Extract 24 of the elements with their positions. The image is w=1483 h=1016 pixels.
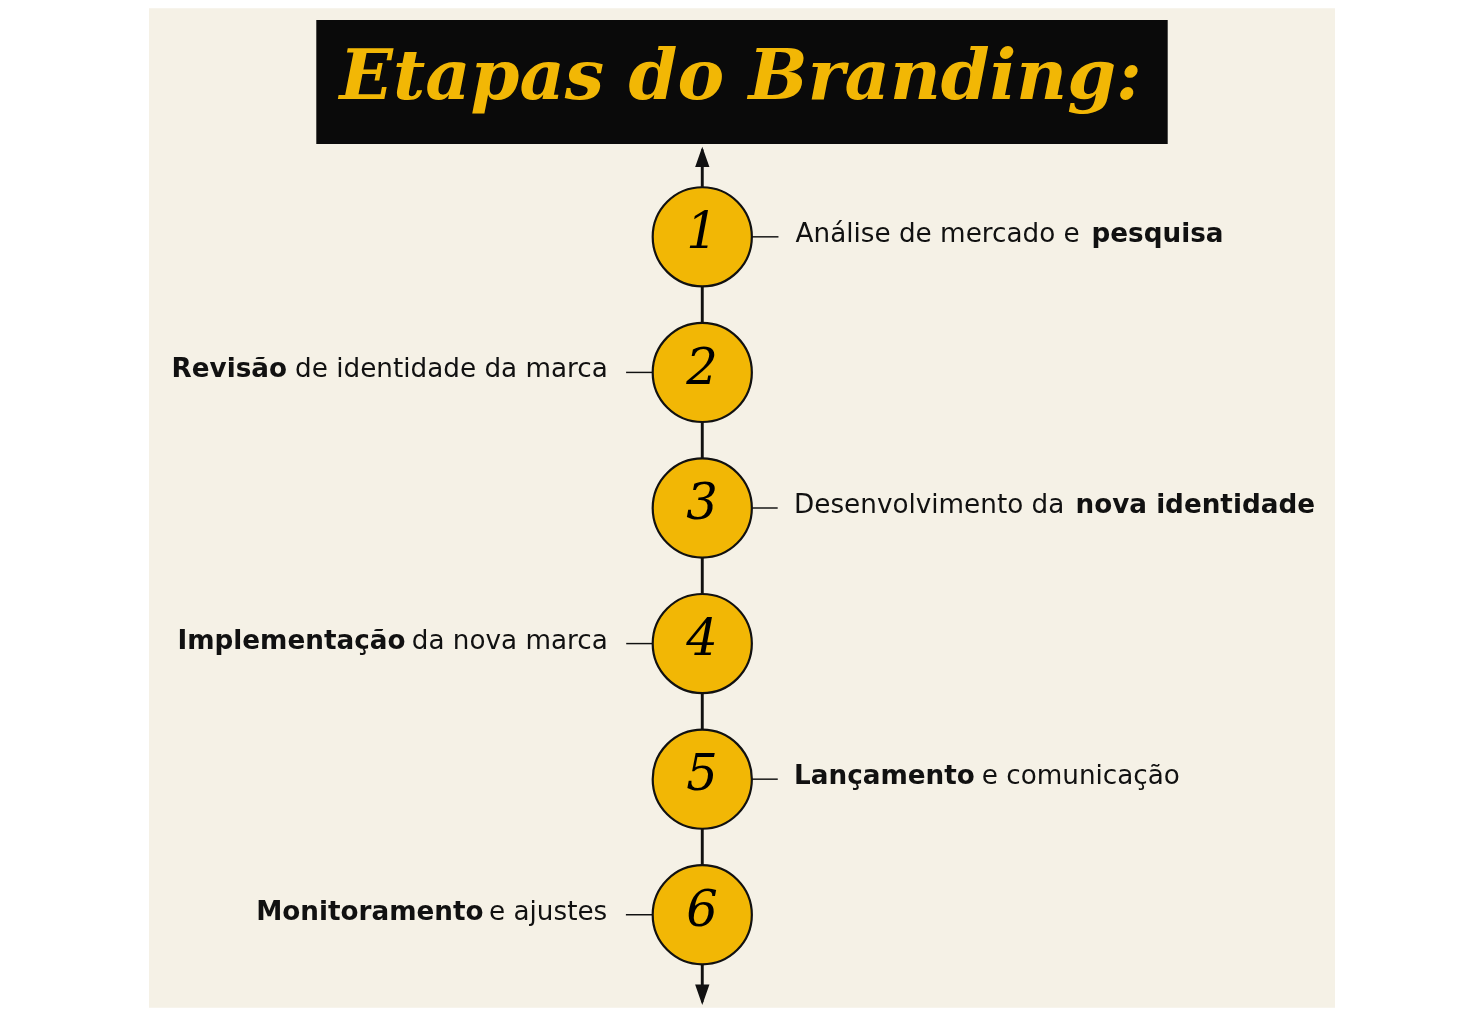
node-circle: 2 bbox=[651, 321, 753, 424]
node-circle: 5 bbox=[651, 728, 753, 830]
connector bbox=[625, 642, 653, 645]
connector bbox=[624, 371, 653, 374]
node-text: Desenvolvimento da nova identidade bbox=[793, 488, 1315, 519]
node-text: Lançamento e comunicação bbox=[793, 760, 1180, 791]
node-text: Revisão de identidade da marca bbox=[171, 353, 608, 384]
node-circle: 3 bbox=[651, 457, 753, 559]
connector bbox=[700, 557, 704, 594]
connector bbox=[751, 507, 778, 509]
node-text: Análise de mercado e pesquisa bbox=[795, 217, 1223, 248]
diagram-title: Etapas do Branding: bbox=[339, 32, 1142, 116]
connector bbox=[700, 422, 704, 459]
connector bbox=[700, 693, 704, 730]
node-text: Monitoramento e ajustes bbox=[255, 895, 607, 926]
connector bbox=[700, 828, 704, 865]
node-circle: 1 bbox=[651, 186, 753, 288]
node-circle: 6 bbox=[651, 864, 753, 966]
node-text: Implementação da nova marca bbox=[176, 624, 608, 655]
connector bbox=[750, 236, 779, 238]
connector bbox=[700, 286, 704, 323]
connector bbox=[750, 778, 778, 780]
connector bbox=[624, 914, 653, 916]
node-circle: 4 bbox=[651, 592, 753, 695]
